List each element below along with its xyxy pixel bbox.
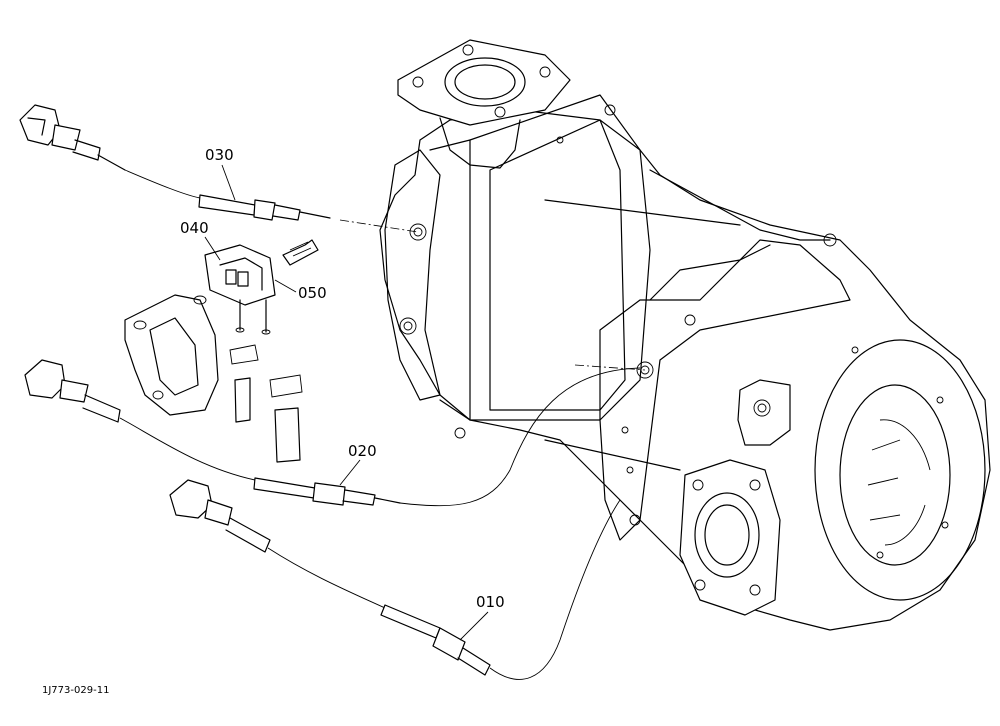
bracket-and-hoses <box>124 294 303 463</box>
callout-020: 020 <box>348 442 377 460</box>
callout-030: 030 <box>205 146 234 164</box>
exhaust-temperature-sensor-020 <box>24 359 641 507</box>
exhaust-assembly <box>339 39 991 631</box>
callout-010: 010 <box>476 593 505 611</box>
drawing-code: 1J773-029-11 <box>42 685 109 696</box>
callout-050: 050 <box>298 284 327 302</box>
exhaust-temperature-sensor-030 <box>19 104 331 221</box>
leader-lines <box>204 164 489 641</box>
callout-labels: 030 040 050 020 010 1J773-029-11 <box>42 146 505 696</box>
differential-pressure-sensor-040 <box>204 239 319 335</box>
exhaust-temperature-sensor-010 <box>169 479 621 680</box>
callout-040: 040 <box>180 219 209 237</box>
